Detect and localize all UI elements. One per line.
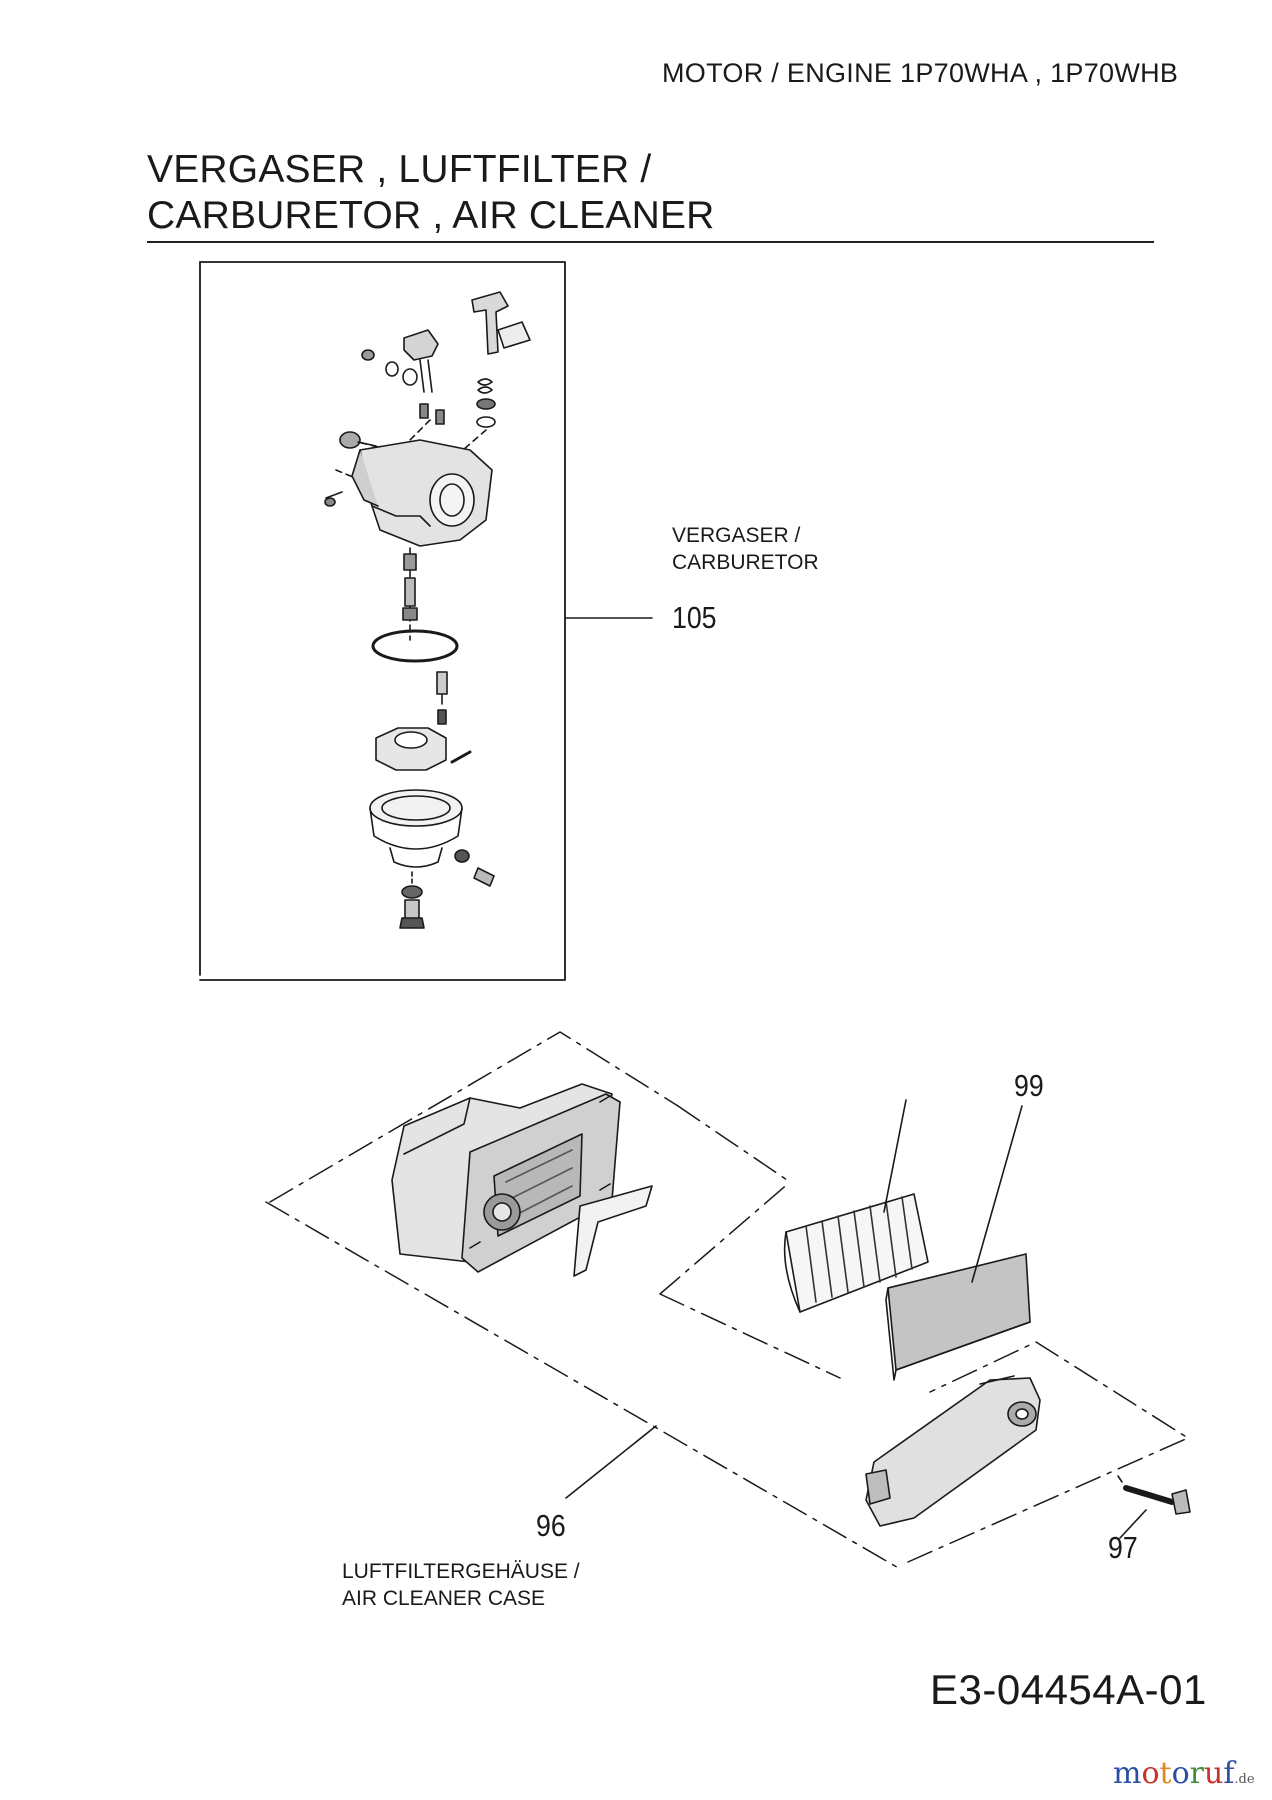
title-underline [147,241,1154,243]
leader-96 [565,1425,657,1499]
carburetor-parts-drawing [324,291,531,929]
air-cleaner-gasket [573,1185,653,1277]
carburetor-detail-box [199,261,653,981]
foam-prefilter-drawing [885,1253,1031,1381]
watermark-letter: r [1189,1756,1204,1791]
carburetor-label: VERGASER / CARBURETOR [672,522,819,576]
air-cleaner-cover-drawing [865,1375,1041,1527]
wing-screw-drawing [1117,1475,1191,1515]
watermark-letter: t [1159,1756,1172,1791]
engine-model-header: MOTOR / ENGINE 1P70WHA , 1P70WHB [662,58,1179,88]
watermark-letter: o [1171,1756,1190,1791]
air-cleaner-case-label-de: LUFTFILTERGEHÄUSE / [342,1560,580,1583]
diagram-reference-code: E3-04454A-01 [930,1666,1207,1713]
watermark-letter: f [1223,1756,1235,1791]
air-cleaner-assembly-frame [265,1031,1189,1571]
motoruf-watermark-logo: motoruf.de [1113,1756,1255,1791]
callout-105: 105 [672,600,717,635]
air-cleaner-case-label: LUFTFILTERGEHÄUSE / AIR CLEANER CASE [342,1558,580,1612]
watermark-suffix: .de [1234,1772,1255,1787]
carburetor-label-en: CARBURETOR [672,551,819,574]
leader-97 [1119,1509,1147,1539]
leader-99-a [883,1099,907,1213]
watermark-letter: o [1141,1756,1160,1791]
carburetor-label-de: VERGASER / [672,524,801,547]
leader-99-b [971,1105,1023,1283]
watermark-letter: m [1113,1756,1142,1791]
watermark-letter: u [1203,1756,1224,1791]
callout-97: 97 [1108,1530,1138,1565]
watermark-brand: motoruf [1113,1756,1234,1791]
page-title-line-2: CARBURETOR , AIR CLEANER [147,194,715,237]
callout-99: 99 [1014,1068,1044,1103]
air-filter-element-drawing [783,1193,929,1313]
page-title-line-1: VERGASER , LUFTFILTER / [147,148,652,191]
air-cleaner-case-label-en: AIR CLEANER CASE [342,1587,546,1610]
air-cleaner-case-drawing [391,1083,621,1273]
callout-96: 96 [536,1508,566,1543]
